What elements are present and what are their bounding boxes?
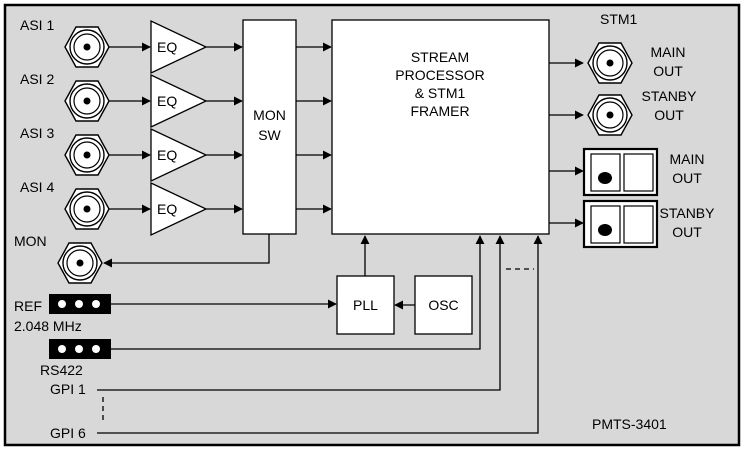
pll-label: PLL <box>353 297 378 313</box>
rs422-label: RS422 <box>40 362 83 378</box>
eq-4: EQ <box>150 181 208 237</box>
ref-freq-label: 2.048 MHz <box>14 318 82 334</box>
ref-input: REF 2.048 MHz <box>14 294 111 334</box>
monsw-to-processor-lines <box>296 42 332 214</box>
asi-input-2: ASI 2 <box>20 71 110 122</box>
optical-main-line2: OUT <box>672 170 702 186</box>
asi-input-4: ASI 4 <box>20 179 110 230</box>
stream-processor-block: STREAM PROCESSOR & STM1 FRAMER <box>331 19 550 235</box>
processor-line3: & STM1 <box>415 85 466 101</box>
optical-main-port: MAIN OUT <box>582 147 705 197</box>
pll-block: PLL <box>336 275 395 335</box>
mon-sw-block: MON SW <box>242 19 297 235</box>
processor-line4: FRAMER <box>410 103 469 119</box>
processor-to-output-lines <box>549 58 584 228</box>
mon-label: MON <box>14 233 47 249</box>
stm1-title: STM1 <box>600 11 638 27</box>
stm1-standby-bnc: STANBY OUT <box>587 88 698 136</box>
eq-2: EQ <box>150 73 208 129</box>
optical-standby-port: STANBY OUT <box>582 199 716 249</box>
osc-label: OSC <box>428 297 458 313</box>
monsw-to-mon-line <box>103 234 270 268</box>
eq-3: EQ <box>150 127 208 183</box>
osc-block: OSC <box>414 275 473 335</box>
optical-main-line1: MAIN <box>670 151 705 167</box>
mon-sw-line2: SW <box>258 127 281 143</box>
gpi-6-line <box>97 235 543 434</box>
mon-output: MON <box>14 233 103 284</box>
gpi-6-label: GPI 6 <box>50 425 86 441</box>
asi-input-1: ASI 1 <box>20 17 110 68</box>
asi-1-label: ASI 1 <box>20 17 54 33</box>
optical-standby-line1: STANBY <box>660 205 716 221</box>
eq-2-label: EQ <box>157 93 177 109</box>
stm1-main-bnc: MAIN OUT <box>587 42 686 84</box>
rs422-to-processor-line <box>111 235 485 350</box>
asi-2-label: ASI 2 <box>20 71 54 87</box>
product-code: PMTS-3401 <box>592 416 667 432</box>
rs422-port: RS422 <box>40 339 111 378</box>
gpi-1-line <box>97 235 505 391</box>
eq-4-label: EQ <box>157 201 177 217</box>
stm1-main-line1: MAIN <box>651 44 686 60</box>
asi-3-label: ASI 3 <box>20 125 54 141</box>
processor-line2: PROCESSOR <box>395 67 484 83</box>
asi-input-3: ASI 3 <box>20 125 110 176</box>
eq-to-monsw-lines <box>206 42 243 214</box>
eq-1-label: EQ <box>157 39 177 55</box>
asi-to-eq-lines <box>109 42 151 214</box>
stm1-standby-line1: STANBY <box>642 88 698 104</box>
stm1-standby-line2: OUT <box>654 107 684 123</box>
stm1-main-line2: OUT <box>653 63 683 79</box>
mon-sw-line1: MON <box>253 107 286 123</box>
optical-standby-line2: OUT <box>672 224 702 240</box>
ref-label: REF <box>14 298 42 314</box>
gpi-1-label: GPI 1 <box>50 381 86 397</box>
asi-4-label: ASI 4 <box>20 179 54 195</box>
processor-line1: STREAM <box>411 49 469 65</box>
gpi-inputs: GPI 1 GPI 6 <box>50 235 543 441</box>
eq-3-label: EQ <box>157 147 177 163</box>
eq-1: EQ <box>150 19 208 75</box>
